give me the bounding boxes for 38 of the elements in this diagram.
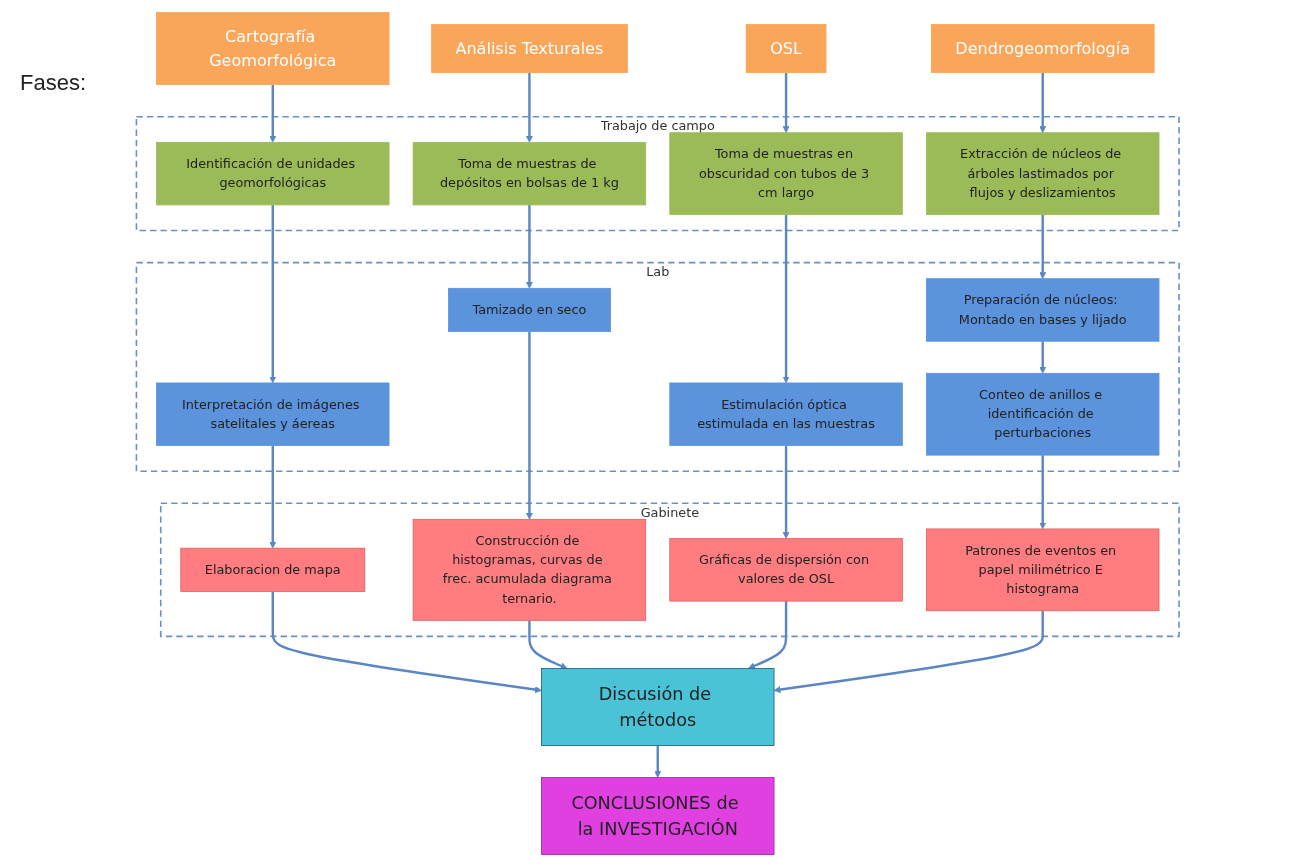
node-box: Gráficas de dispersión con valores de OSL: [669, 538, 903, 602]
node-box: Identificación de unidades geomorfológicas: [155, 141, 390, 206]
node-box: Cartografía Geomorfológica: [155, 12, 390, 86]
node-box: Elaboracion de mapa: [180, 547, 365, 592]
arrow: [525, 204, 533, 289]
arrow: [773, 610, 1044, 694]
node-box: Preparación de núcleos: Montado en bases y lijado: [925, 278, 1160, 342]
arrow: [525, 72, 533, 143]
arrow: [1038, 341, 1046, 374]
arrow: [1038, 72, 1046, 134]
arrow: [782, 445, 790, 539]
arrow: [527, 620, 568, 670]
arrow: [747, 601, 788, 670]
node-box: Conteo de anillos e identificación de perturbaciones: [925, 372, 1160, 456]
node-box: Toma de muestras de depósitos en bolsas de 1 kg: [412, 141, 646, 206]
node-box: CONCLUSIONES de la INVESTIGACIÓN: [540, 777, 775, 855]
node-box: Toma de muestras en obscuridad con tubos de 3 cm largo: [669, 132, 903, 215]
node-box: OSL: [745, 24, 827, 73]
node-box: Estimulación óptica estimulada en las muestras: [669, 382, 903, 446]
node-box: Interpretación de imágenes satelitales y áereas: [155, 382, 390, 446]
arrow: [269, 84, 277, 143]
arrow: [525, 331, 533, 520]
phase-heading: Fases:: [20, 70, 87, 96]
arrow: [653, 745, 661, 778]
node-box: Patrones de eventos en papel milimétrico E histograma: [925, 528, 1160, 612]
node-box: Tamizado en seco: [447, 287, 611, 333]
arrow: [269, 204, 277, 384]
arrow: [1038, 214, 1046, 280]
arrow: [271, 591, 542, 694]
node-box: Extracción de núcleos de árboles lastimados por flujos y deslizamientos: [925, 132, 1160, 215]
node-box: Análisis Texturales: [430, 24, 628, 73]
arrow: [269, 445, 277, 549]
node-box: Discusión de métodos: [540, 668, 775, 746]
node-box: Dendrogeomorfología: [930, 24, 1155, 73]
arrow: [782, 72, 790, 134]
node-box: Construcción de histogramas, curvas de frec. acumulada diagrama ternario.: [412, 518, 646, 621]
arrow: [1038, 455, 1046, 530]
arrow: [782, 214, 790, 384]
